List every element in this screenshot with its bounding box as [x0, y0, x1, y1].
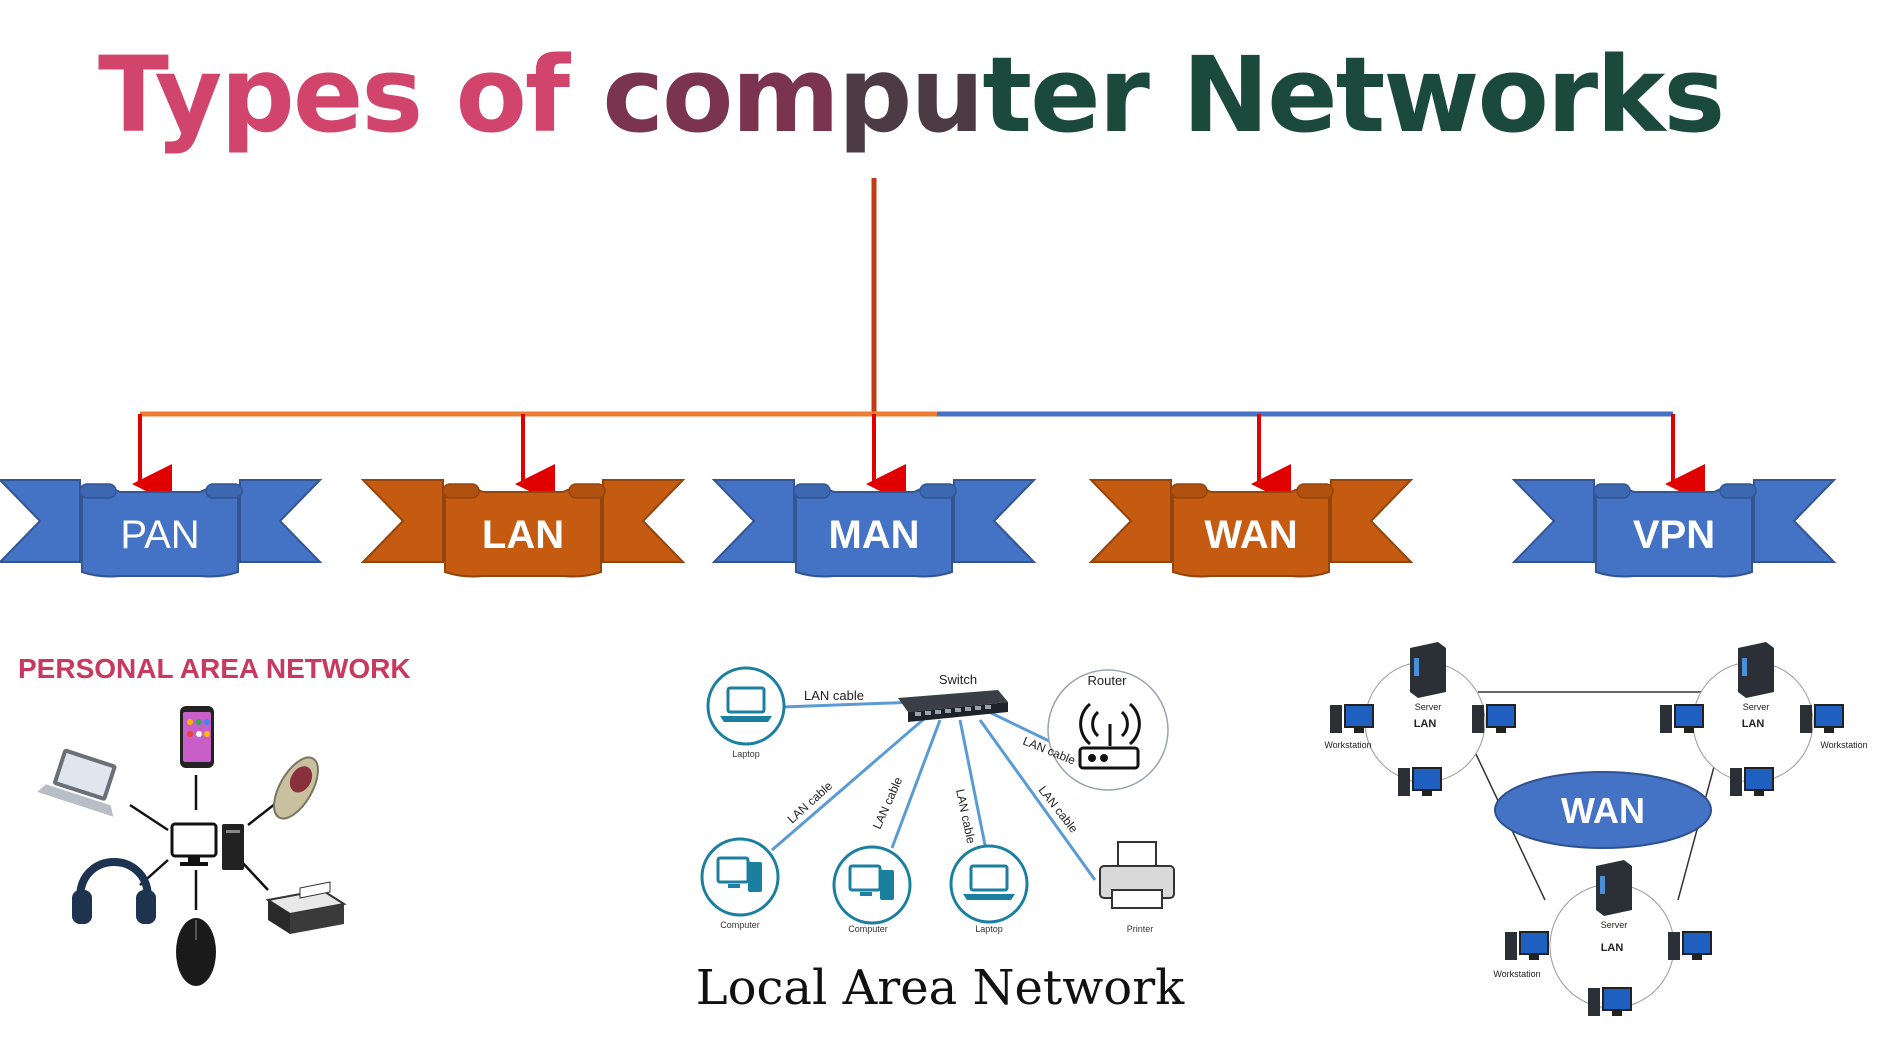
laptop-label-2: Laptop [975, 924, 1003, 934]
ribbon-label-wan: WAN [1204, 513, 1297, 557]
wan-center-label: WAN [1561, 790, 1645, 831]
workstation-icon [1505, 931, 1549, 960]
workstation-icon [1330, 704, 1374, 733]
flip-phone-icon [273, 756, 319, 820]
laptop-icon [720, 686, 772, 722]
headphones-icon [72, 858, 156, 924]
router-label: Router [1087, 673, 1127, 688]
workstation-icon [1588, 987, 1632, 1016]
workstation-icon [1398, 767, 1442, 796]
computer-node-2 [832, 845, 912, 925]
server-label: Server [1601, 920, 1628, 930]
laptop-node [706, 666, 786, 746]
laptop-node-2 [949, 844, 1029, 924]
server-icon [1738, 642, 1774, 698]
cable-label-top: LAN cable [804, 688, 864, 703]
ribbon-wan: WAN [1088, 479, 1414, 578]
workstation-icon [1800, 704, 1844, 733]
title-part-3: pu [837, 34, 984, 156]
computer-node-1 [700, 837, 780, 917]
page-title: Types of computer Networks [98, 30, 1798, 160]
lan-label: LAN [1601, 942, 1624, 954]
ribbon-label-lan: LAN [482, 513, 564, 557]
ribbon-lan: LAN [360, 479, 686, 578]
workstation-icon [1668, 931, 1712, 960]
title-part-1: Types of [98, 34, 570, 156]
computer-icon [848, 864, 894, 900]
pan-panel: PERSONAL AREA NETWORK [18, 653, 411, 986]
lan-label: LAN [1742, 718, 1765, 730]
workstation-label: Workstation [1493, 969, 1540, 979]
printer-label: Printer [1127, 924, 1154, 934]
ribbon-man: MAN [711, 479, 1037, 578]
computer-icon [170, 822, 244, 870]
server-icon [1596, 860, 1632, 916]
ribbon-row: PAN LAN MAN WAN VPN [0, 479, 1837, 578]
title-part-4: ter Networks [982, 34, 1725, 156]
server-icon [1410, 642, 1446, 698]
ribbon-vpn: VPN [1511, 479, 1837, 578]
connector-tree [132, 178, 1705, 504]
router-node [1047, 669, 1169, 791]
ribbon-label-man: MAN [828, 513, 919, 557]
switch-label: Switch [939, 672, 977, 687]
ribbon-pan: PAN [0, 479, 323, 578]
wan-clusters: ServerLANWorkstationServerLANWorkstation… [1324, 642, 1868, 1016]
workstation-icon [1660, 704, 1704, 733]
laptop-icon [37, 748, 117, 817]
lan-panel: Switch Laptop LAN cable Router LAN cable [696, 666, 1185, 1016]
computer-label-2: Computer [848, 924, 888, 934]
laptop-label: Laptop [732, 749, 760, 759]
wan-cloud [1494, 771, 1712, 849]
lan-label: LAN [1414, 718, 1437, 730]
mouse-icon [176, 918, 216, 986]
workstation-icon [1730, 767, 1774, 796]
switch-icon [898, 690, 1008, 722]
smartphone-icon [180, 706, 214, 768]
workstation-label: Workstation [1324, 740, 1371, 750]
workstation-icon [1472, 704, 1516, 733]
wan-panel: WAN ServerLANWorkstationServerLANWorksta… [1324, 642, 1868, 1016]
router-icon [1078, 702, 1141, 770]
printer-icon [1099, 841, 1175, 909]
ribbon-label-pan: PAN [120, 513, 199, 557]
server-label: Server [1743, 702, 1770, 712]
laptop-icon [963, 864, 1015, 900]
pan-heading: PERSONAL AREA NETWORK [18, 653, 411, 684]
ribbon-label-vpn: VPN [1633, 513, 1715, 557]
computer-icon [716, 856, 762, 892]
printer-icon [265, 881, 347, 934]
computer-label-1: Computer [720, 920, 760, 930]
lan-caption: Local Area Network [696, 960, 1185, 1016]
title-part-2: com [602, 34, 839, 156]
workstation-label: Workstation [1820, 740, 1867, 750]
server-label: Server [1415, 702, 1442, 712]
